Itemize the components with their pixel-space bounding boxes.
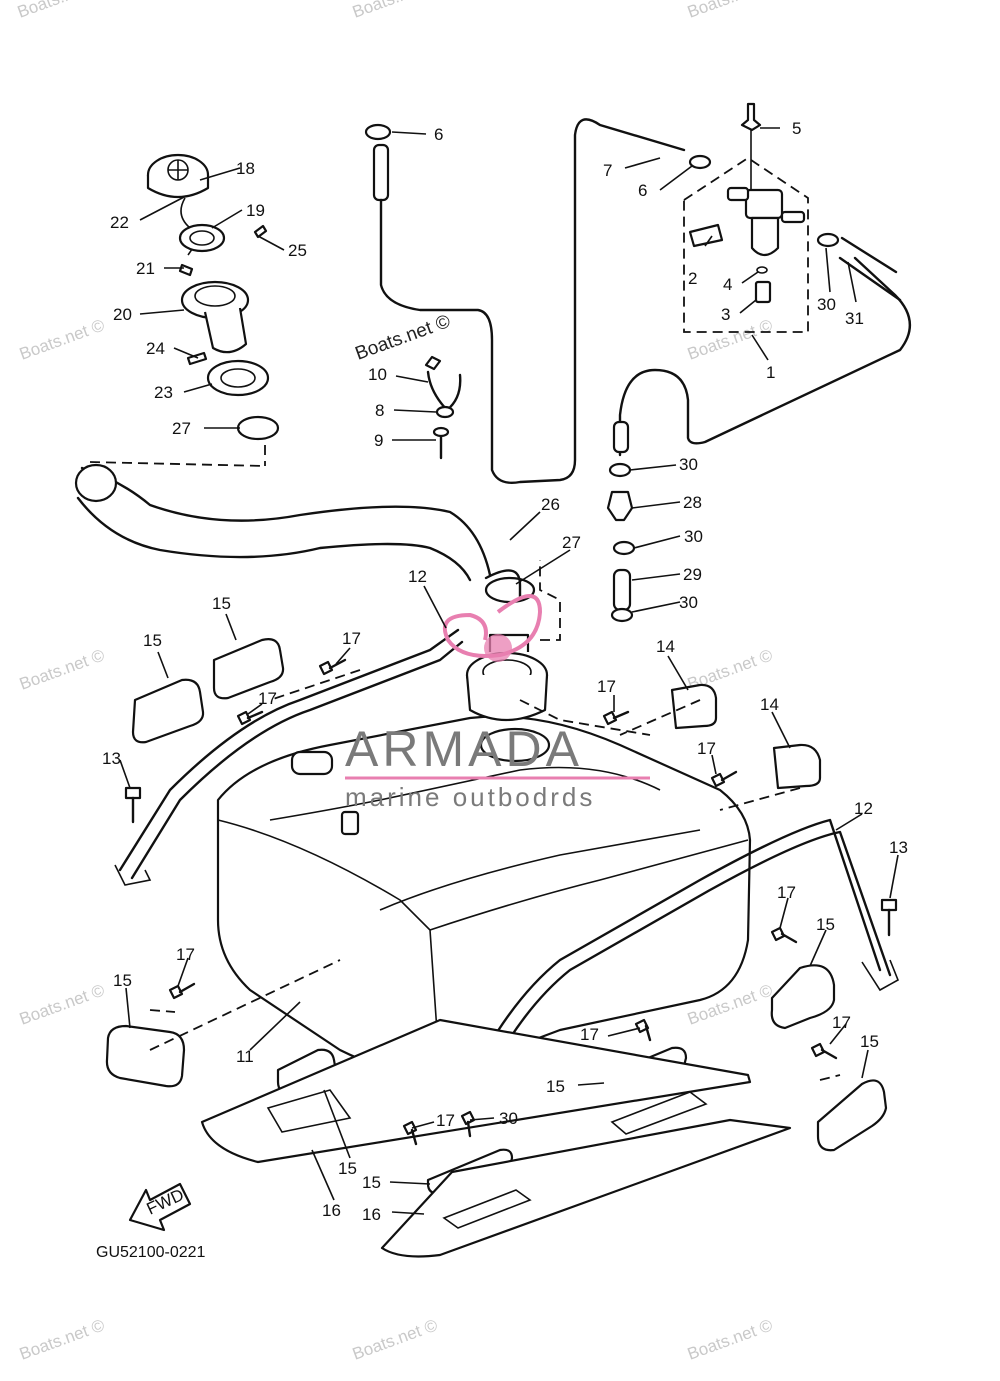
callout-label: 31 [845,309,864,328]
screws [168,658,838,1146]
callout-label: 14 [760,695,779,714]
callout-label: 13 [102,749,121,768]
callout-label: 17 [832,1013,851,1032]
callout-label: 17 [176,945,195,964]
brand-mark-dot [484,634,512,662]
fuel-tank [216,715,752,1082]
callout-label: 12 [408,567,427,586]
bolts [124,786,898,937]
diagram-code: GU52100-0221 [96,1244,206,1261]
callout-label: 9 [374,431,383,450]
watermark: Boats.net © [17,315,108,363]
callout-label: 15 [113,971,132,990]
callout-label: 11 [236,1047,254,1066]
callout-label: 30 [679,593,698,612]
watermark: Boats.net © [350,1315,441,1363]
callout-label: 21 [136,259,155,278]
callout-label: 7 [603,161,612,180]
watermark: Boats.net © [17,980,108,1028]
watermark: Boats.net © [685,1315,776,1363]
callout-label: 15 [362,1173,381,1192]
callout-label: 8 [375,401,384,420]
callout-label: 16 [362,1205,381,1224]
fwd-arrow: FWD [128,1182,192,1232]
inline-fittings [606,462,636,623]
filter-assembly [683,102,902,333]
callout-label: 20 [113,305,132,324]
callout-label: 27 [562,533,581,552]
callout-label: 12 [854,799,873,818]
callout-label: 1 [766,363,775,382]
callout-label: 24 [146,339,165,358]
callout-label: 13 [889,838,908,857]
callout-label: 30 [499,1109,518,1128]
callout-label: 2 [688,269,697,288]
callout-label: 16 [322,1201,341,1220]
watermark: Boats.net © [350,0,441,22]
callout-label: 15 [338,1159,357,1178]
callout-label: 15 [143,631,162,650]
tank-straps [114,628,900,1091]
callout-labels: 1 2 3 4 5 6 6 7 8 9 10 11 12 12 13 13 14… [102,119,908,1224]
base-plates [200,1018,792,1258]
filler-assembly [146,153,280,441]
callout-label: 22 [110,213,129,232]
brand-tagline: marine outbodrds [345,782,595,812]
callout-label: 30 [684,527,703,546]
brand-mark [442,594,543,658]
callout-label: 17 [777,883,796,902]
callout-label: 15 [816,915,835,934]
callout-label: 17 [597,677,616,696]
brand-name: ARMADA [345,721,583,777]
filler-hose [74,445,492,582]
watermark: Boats.net © [685,0,776,22]
callout-label: 5 [792,119,801,138]
callout-label: 17 [580,1025,599,1044]
callout-label: 6 [434,125,443,144]
callout-label: 27 [172,419,191,438]
reference-lines [149,560,841,1081]
watermark: Boats.net © [353,311,454,365]
callout-label: 19 [246,201,265,220]
watermark: Boats.net © [17,645,108,693]
rubber-pads [105,638,888,1196]
watermark: Boats.net © [15,0,106,22]
callout-label: 25 [288,241,307,260]
leader-lines [119,127,899,1215]
callout-label: 15 [546,1077,565,1096]
callout-label: 29 [683,565,702,584]
callout-label: 3 [721,305,730,324]
hose-clamp-bracket [364,123,462,460]
callout-label: 17 [342,629,361,648]
callout-label: 10 [368,365,387,384]
callout-label: 17 [258,689,277,708]
callout-label: 26 [541,495,560,514]
callout-label: 15 [212,594,231,613]
brand-logo: ARMADA marine outbodrds [345,594,650,812]
callout-label: 30 [817,295,836,314]
callout-label: 17 [436,1111,455,1130]
callout-label: 28 [683,493,702,512]
vent-hose [372,118,912,484]
callout-label: 15 [860,1032,879,1051]
callout-label: 6 [638,181,647,200]
callout-label: 30 [679,455,698,474]
callout-label: 23 [154,383,173,402]
callout-label: 4 [723,275,732,294]
callout-label: 14 [656,637,675,656]
callout-label: 17 [697,739,716,758]
watermark: Boats.net © [17,1315,108,1363]
callout-label: 18 [236,159,255,178]
